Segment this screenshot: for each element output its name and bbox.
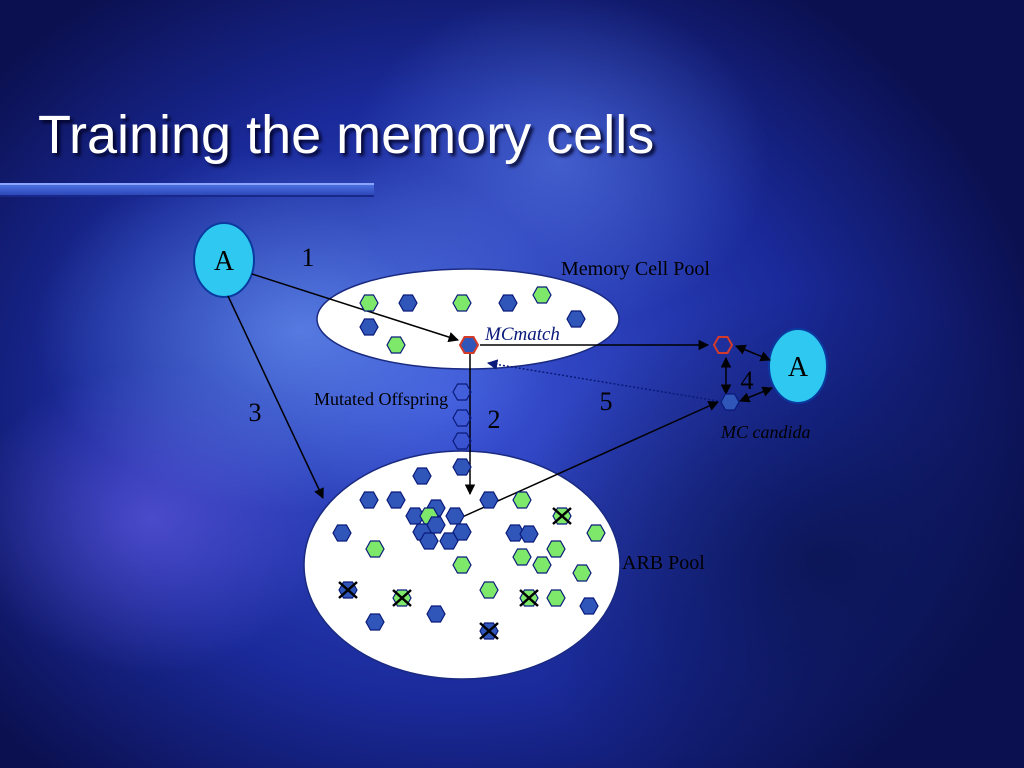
memory-cell (452, 294, 472, 312)
step-5-label: 5 (600, 387, 613, 416)
arb-cell (359, 491, 379, 509)
memory-cell (398, 294, 418, 312)
arb-cell (546, 589, 566, 607)
antigen-left-label: A (214, 246, 235, 277)
step-2-label: 2 (488, 405, 501, 434)
memory-pool-cells (359, 286, 586, 354)
offspring-cell (452, 458, 472, 476)
mutated-offspring-label: Mutated Offspring (314, 389, 448, 409)
arb-cell (439, 532, 459, 550)
arb-pool-cells (332, 467, 606, 640)
offspring-cell (452, 432, 472, 450)
arb-cell (412, 467, 432, 485)
mc-match-cell (458, 336, 480, 354)
memory-cell (359, 294, 379, 312)
arb-cell (546, 540, 566, 558)
mc-candidate-cell (720, 393, 740, 411)
arb-cell (479, 491, 499, 509)
mc-candidate-label: MC candida (720, 422, 811, 442)
arrow-step-1 (251, 273, 459, 343)
offspring-cell (452, 383, 472, 401)
arb-cell (512, 491, 532, 509)
arb-pool-label: ARB Pool (622, 552, 705, 574)
mutated-offspring-cells (452, 383, 472, 476)
eliminated-cross-icon (392, 589, 412, 607)
antigen-right-label: A (788, 352, 809, 383)
arrow-step-5-dotted (486, 359, 719, 402)
arb-cell (365, 613, 385, 631)
eliminated-cross-icon (479, 622, 499, 640)
memory-cell (566, 310, 586, 328)
arrow-step-3 (227, 295, 324, 499)
eliminated-cross-icon (338, 581, 358, 599)
arrow-antigen-to-candidate (739, 386, 773, 403)
memory-cell (532, 286, 552, 304)
arb-cell (452, 556, 472, 574)
title-underline-bar (0, 183, 374, 197)
memory-cell (386, 336, 406, 354)
arb-cell (512, 548, 532, 566)
arb-cell (426, 605, 446, 623)
step-1-label: 1 (302, 243, 315, 272)
arb-cell (532, 556, 552, 574)
arb-cell (332, 524, 352, 542)
arrow-antigen-to-match (735, 344, 771, 362)
offspring-cell (452, 409, 472, 427)
memory-cell (498, 294, 518, 312)
arb-cell (419, 532, 439, 550)
arb-cell (579, 597, 599, 615)
arb-cell (386, 491, 406, 509)
arb-cell (572, 564, 592, 582)
arb-cell (519, 525, 539, 543)
mc-match-label: MCmatch (484, 324, 560, 345)
eliminated-cross-icon (519, 589, 539, 607)
arb-cell (365, 540, 385, 558)
eliminated-cross-icon (552, 507, 572, 525)
arb-cell (426, 516, 446, 534)
memory-cell (359, 318, 379, 336)
page-title: Training the memory cells (38, 105, 655, 165)
arrow-arb-to-candidate (459, 401, 719, 519)
matched-memory-cell (712, 336, 734, 354)
antigen-left (193, 222, 255, 298)
antigen-right (768, 328, 828, 404)
step-4-label: 4 (741, 366, 754, 395)
arb-cell (479, 581, 499, 599)
arb-cell (445, 507, 465, 525)
special-cells (458, 336, 740, 411)
step-3-label: 3 (249, 398, 262, 427)
arb-cell (586, 524, 606, 542)
memory-cell-pool-label: Memory Cell Pool (561, 258, 710, 280)
